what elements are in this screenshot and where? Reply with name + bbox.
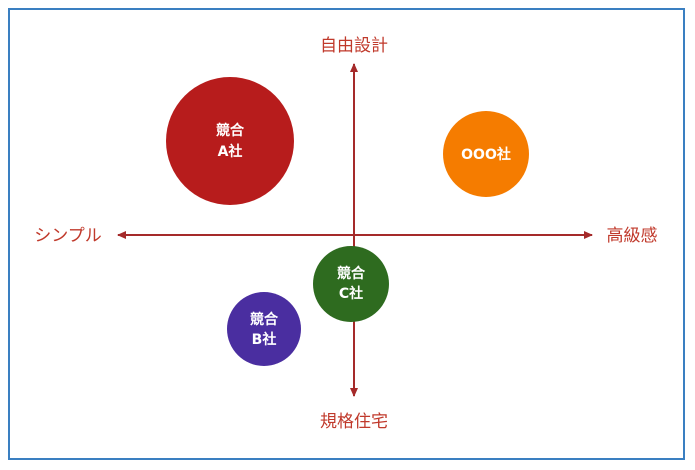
bubble-competitor-c-line1: 競合 <box>337 265 366 282</box>
axis-label-top: 自由設計 <box>320 36 388 56</box>
bubble-competitor-b-circle <box>227 292 301 366</box>
bubble-competitor-a-line2: A社 <box>218 143 243 160</box>
bubble-competitor-c-line2: C社 <box>339 285 363 302</box>
bubble-competitor-a-circle <box>166 77 294 205</box>
axis-label-bottom: 規格住宅 <box>320 412 388 432</box>
bubble-competitor-c-circle <box>313 246 389 322</box>
bubble-own-company-line1: OOO社 <box>461 146 511 163</box>
bubble-own-company-circle <box>443 111 529 197</box>
bubble-competitor-a: 競合 A社 <box>166 77 294 205</box>
bubble-competitor-c: 競合 C社 <box>313 246 389 322</box>
bubble-competitor-a-line1: 競合 <box>216 122 245 139</box>
bubble-competitor-b-line1: 競合 <box>250 311 279 328</box>
bubble-competitor-b-line2: B社 <box>252 331 277 348</box>
axis-label-right: 高級感 <box>607 226 658 246</box>
bubble-competitor-b: 競合 B社 <box>227 292 301 366</box>
bubble-own-company: OOO社 <box>443 111 529 197</box>
axis-label-left: シンプル <box>34 226 102 246</box>
